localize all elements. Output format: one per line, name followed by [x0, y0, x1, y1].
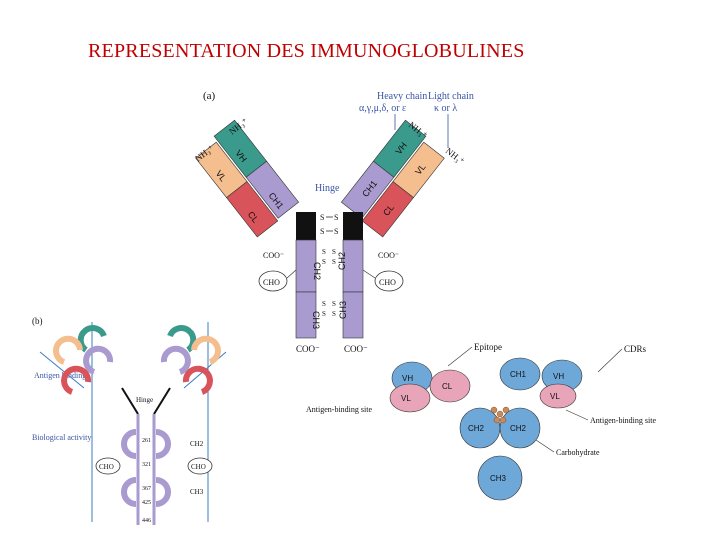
cho-left-oval — [258, 270, 288, 292]
c-ch1-right-label: CH1 — [510, 370, 527, 379]
light-chain-label: Light chain — [428, 91, 474, 102]
b-cho-left: CHO — [99, 463, 114, 471]
biological-activity-label: Biological activity — [32, 433, 91, 442]
b-vl-right-loop — [191, 335, 221, 365]
svg-text:S: S — [320, 213, 324, 222]
c-cl-left-label: CL — [442, 382, 453, 391]
c-vl-right — [539, 383, 577, 409]
c-vh-left-label: VH — [402, 374, 413, 383]
c-ch3-label: CH3 — [490, 474, 507, 483]
b-ch2-right-loop — [155, 429, 171, 459]
svg-text:S: S — [332, 310, 336, 318]
coo-heavy-left: COO⁻ — [296, 344, 320, 354]
right-ch3-label: CH3 — [338, 301, 348, 319]
c-carbohydrate-dots — [490, 406, 510, 424]
b-vl-left-loop — [53, 335, 83, 365]
svg-text:S: S — [334, 213, 338, 222]
b-ch3-label: CH3 — [190, 488, 204, 496]
c-ch1-right — [499, 357, 541, 391]
b-ch3-left-loop — [121, 477, 137, 507]
cdrs-label: CDRs — [624, 344, 647, 354]
svg-text:S: S — [320, 227, 324, 236]
coo-heavy-right: COO⁻ — [344, 344, 368, 354]
left-ch2-label: CH2 — [312, 262, 322, 280]
cho-right-oval — [374, 270, 404, 292]
svg-text:S: S — [334, 227, 338, 236]
page-title: REPRESENTATION DES IMMUNOGLOBULINES — [88, 40, 525, 62]
hinge-right-block — [343, 212, 363, 240]
light-chain-types: κ or λ — [434, 103, 457, 114]
svg-text:321: 321 — [142, 462, 151, 468]
svg-text:446: 446 — [142, 518, 151, 524]
c-ch3 — [477, 455, 523, 501]
left-ch3-domain — [295, 291, 317, 339]
right-vl-domain — [392, 141, 445, 198]
left-vh-domain — [213, 119, 268, 178]
right-ch2-label: CH2 — [337, 252, 347, 270]
panel-a-tag: (a) — [203, 90, 216, 102]
left-vl-domain — [195, 141, 248, 198]
right-ch3-domain — [342, 291, 364, 339]
left-ch3-label: CH3 — [311, 311, 321, 329]
c-cl-left — [429, 369, 471, 403]
left-fab-arm: CH1 VH CL VL — [195, 119, 300, 238]
c-ch2-right — [499, 407, 541, 449]
svg-text:S: S — [322, 300, 326, 308]
c-ch2-right-label: CH2 — [510, 424, 527, 433]
panel-b: (b) Antigen binding Biological activity … — [32, 316, 227, 525]
svg-text:S: S — [332, 258, 336, 266]
c-vl-left-label: VL — [401, 394, 411, 403]
panel-a: (a) Heavy chain α,γ,μ,δ, or ε Light chai… — [193, 90, 474, 354]
b-ch1-left-loop — [83, 345, 114, 375]
svg-text:S: S — [322, 258, 326, 266]
b-cho-right: CHO — [191, 463, 206, 471]
coo-light-left: COO⁻ — [263, 251, 284, 260]
svg-text:425: 425 — [142, 500, 151, 506]
panel-b-tag: (b) — [32, 316, 43, 326]
b-hinge-label: Hinge — [136, 396, 153, 404]
nh3-light-right: NH₃⁺ — [444, 146, 467, 167]
right-vh-domain — [372, 119, 427, 178]
cho-left: CHO — [263, 278, 280, 287]
b-cl-left-loop — [61, 365, 92, 395]
svg-text:S: S — [332, 248, 336, 256]
c-vl-left — [389, 383, 431, 413]
svg-text:S: S — [322, 248, 326, 256]
c-ch2-left-label: CH2 — [468, 424, 485, 433]
c-vl-right-label: VL — [550, 392, 560, 401]
hinge-label: Hinge — [315, 183, 340, 194]
antigen-binding-label: Antigen binding — [34, 371, 86, 380]
c-vh-right-label: VH — [553, 372, 564, 381]
carbohydrate-label: Carbohydrate — [556, 448, 600, 457]
right-fab-arm: CH1 VH CL VL — [340, 119, 445, 238]
svg-text:261: 261 — [142, 438, 151, 444]
panel-c: Epitope CDRs Antigen-binding site Antige… — [306, 342, 656, 501]
b-residue-numbers: 261 321 367 425 446 — [142, 438, 151, 524]
antigen-binding-site-right: Antigen-binding site — [590, 416, 656, 425]
fc-s-labels: SS SS SS SS — [322, 248, 336, 318]
heavy-chain-label: Heavy chain — [377, 91, 427, 102]
coo-light-right: COO⁻ — [378, 251, 399, 260]
b-ch2-label: CH2 — [190, 440, 204, 448]
cho-right: CHO — [379, 278, 396, 287]
svg-text:S: S — [322, 310, 326, 318]
antigen-binding-site-left: Antigen-binding site — [306, 405, 372, 414]
b-ch2-left-loop — [121, 429, 137, 459]
svg-text:S: S — [332, 300, 336, 308]
epitope-label: Epitope — [474, 342, 502, 352]
b-ch3-right-loop — [155, 477, 171, 507]
b-ch1-right-loop — [160, 345, 191, 375]
b-cl-right-loop — [182, 365, 213, 395]
heavy-chain-types: α,γ,μ,δ, or ε — [359, 103, 406, 114]
hinge-left-block — [296, 212, 316, 240]
svg-text:367: 367 — [142, 486, 151, 492]
